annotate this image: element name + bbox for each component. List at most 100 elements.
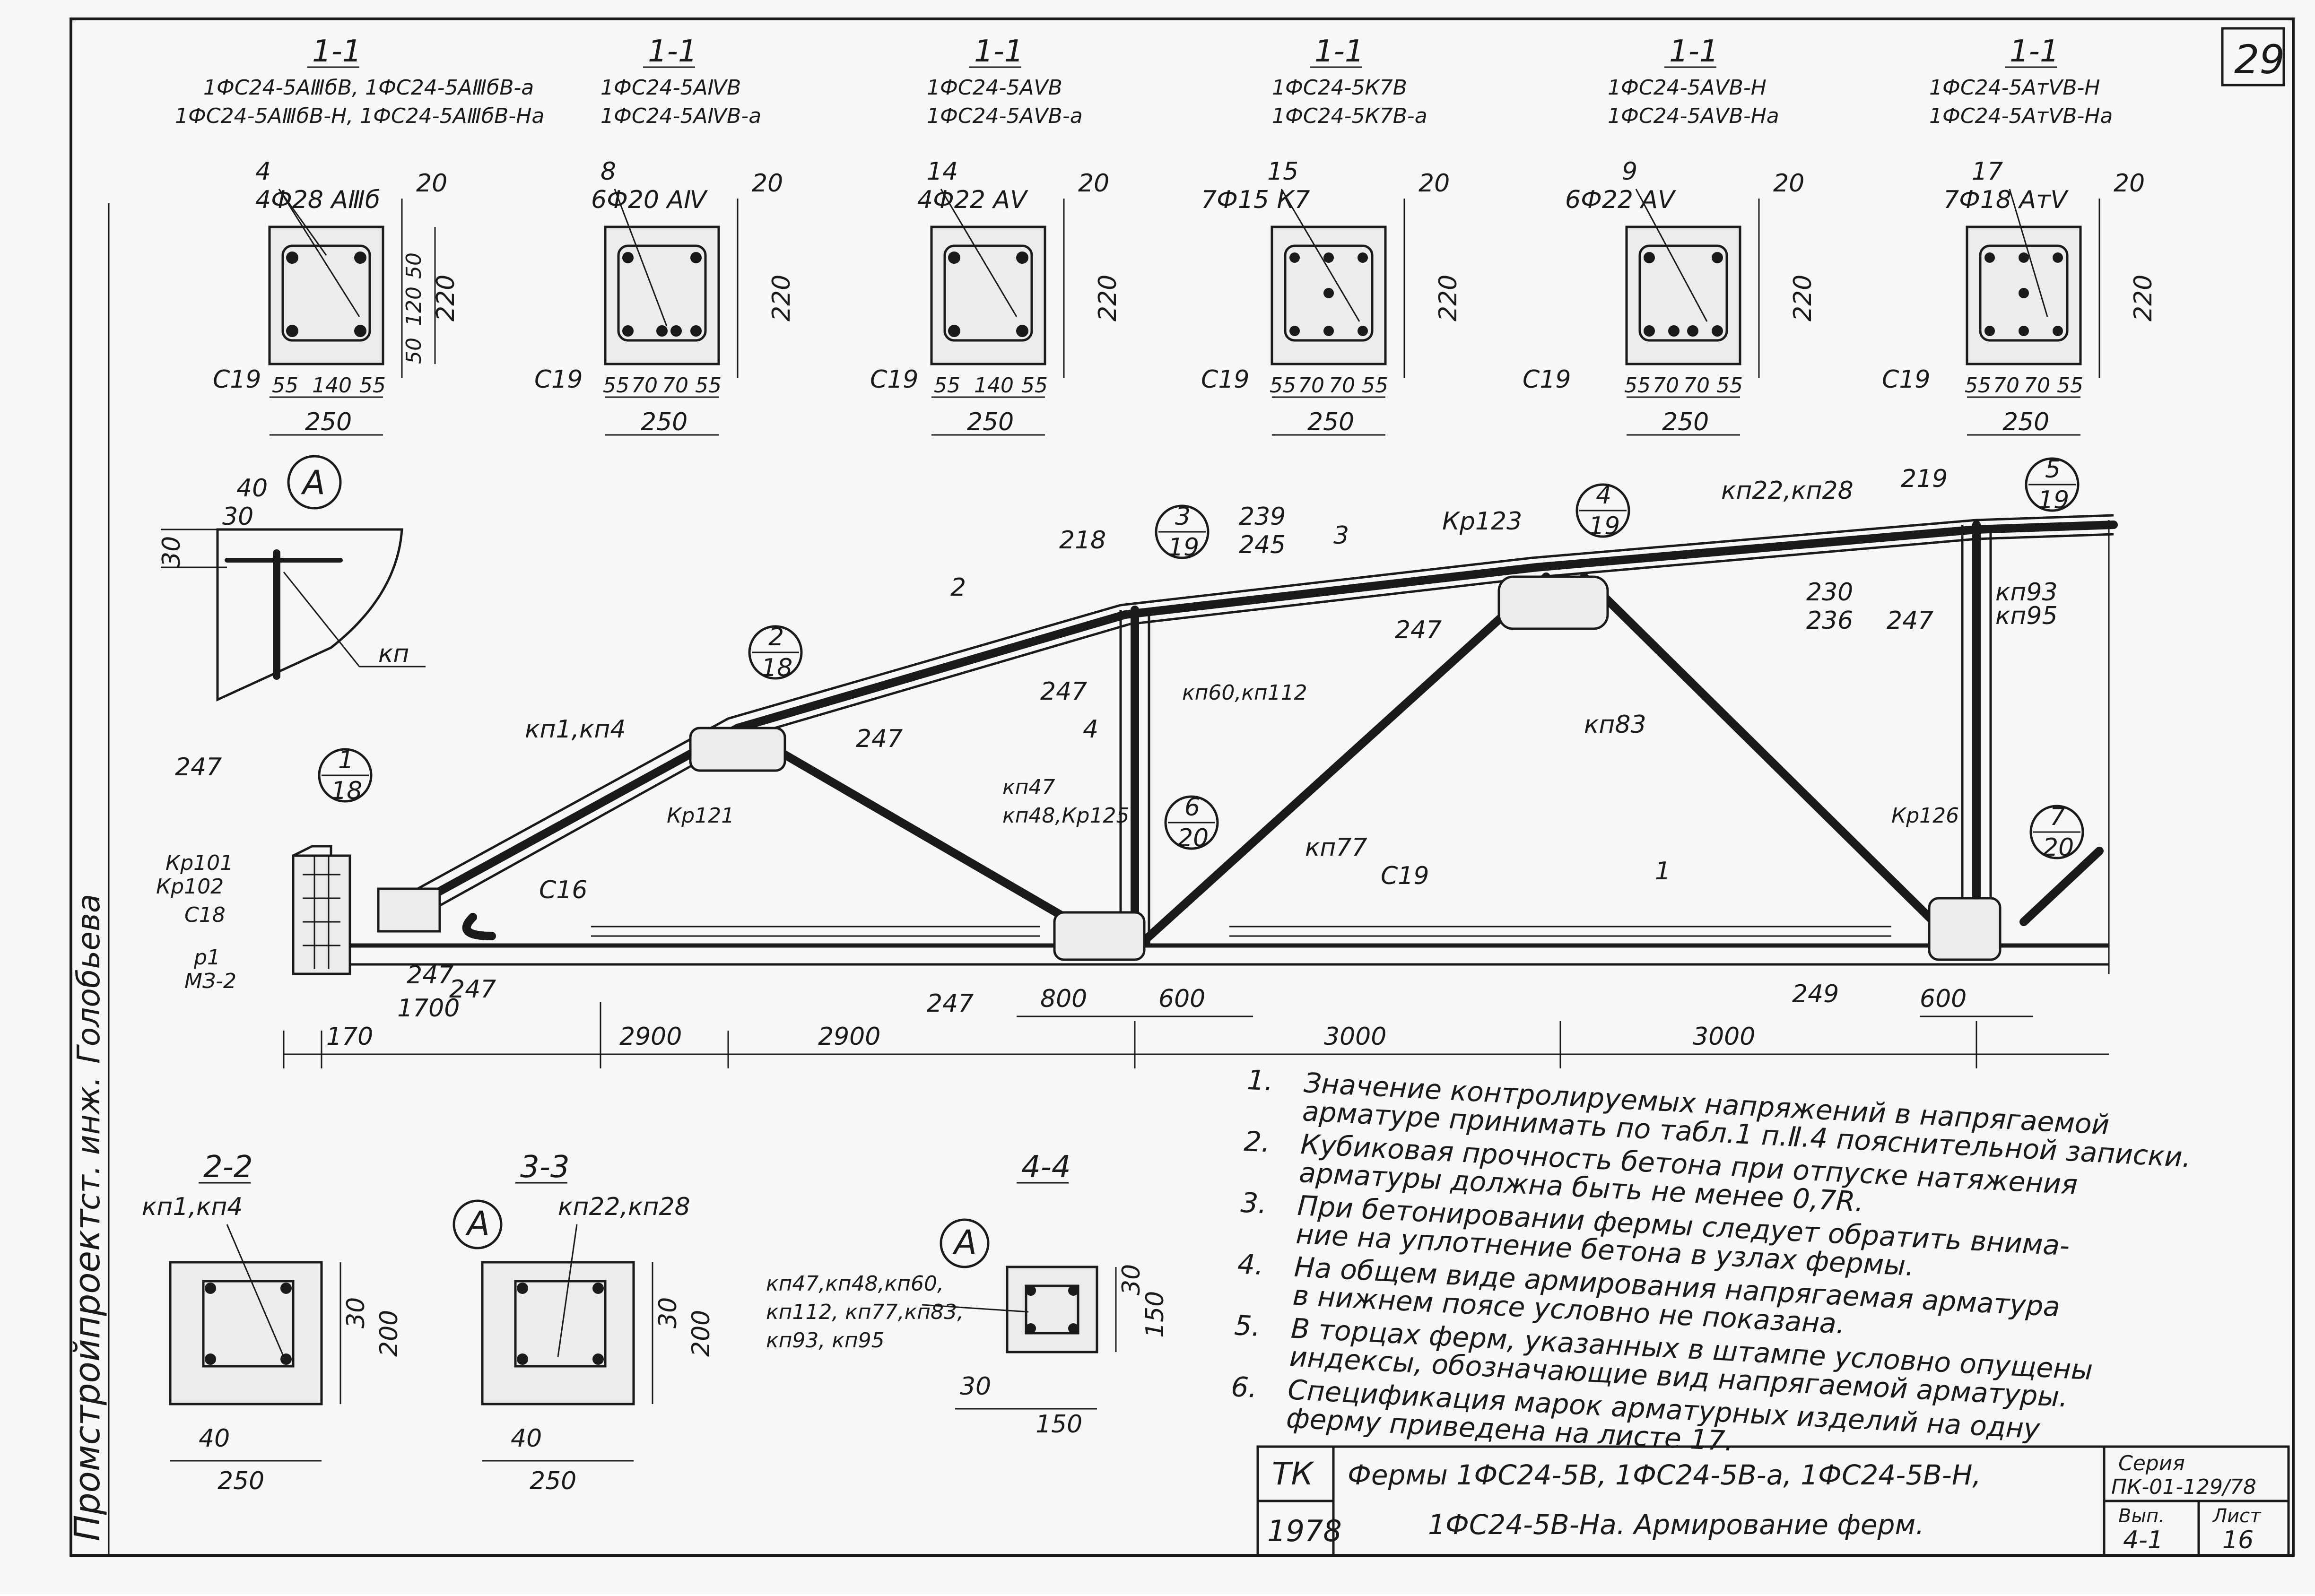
svg-text:Кр126: Кр126 [1891,804,1959,828]
title-year: 1978 [1267,1514,1342,1548]
width-dim: 250 [1307,408,1354,436]
svg-text:2900: 2900 [818,1023,880,1051]
dimension-values: 170 1700 2900 2900 800 600 3000 3000 600 [326,985,1967,1051]
svg-text:1: 1 [338,746,354,774]
height-dim: 220 [2129,275,2158,321]
svg-text:247: 247 [856,725,903,753]
svg-text:5.: 5. [1234,1309,1262,1343]
svg-text:Кр123: Кр123 [1442,507,1522,536]
title-org: ТК [1272,1456,1314,1492]
svg-text:247: 247 [175,753,222,781]
svg-text:30: 30 [654,1297,682,1328]
section-1-1-c: 1-1 1ФС24-5АⅤВ 1ФС24-5АⅤВ-а 14 4Ф22 АⅤ 2… [870,34,1122,436]
hdim-2: 70 [1653,373,1679,398]
section-1-1-e: 1-1 1ФС24-5АⅤВ-Н 1ФС24-5АⅤВ-На 9 6Ф22 АⅤ… [1523,34,1817,436]
side-dim-2: 120 [402,286,426,326]
svg-text:3000: 3000 [1693,1023,1755,1051]
bar-spec: кп22,кп28 [558,1193,690,1221]
svg-text:р1: р1 [193,945,220,970]
svg-text:А: А [465,1204,490,1243]
hdim-4: 55 [695,373,722,398]
section-3-3: 3-3 А кп22,кп28 30 200 40 250 [453,1150,715,1495]
svg-text:230: 230 [1806,578,1853,607]
section-marks-2: 1ФС24-5К7В-а [1272,104,1427,128]
svg-text:С19: С19 [1381,862,1429,890]
detail-A-label: кп [378,640,409,668]
svg-text:250: 250 [218,1467,264,1495]
svg-text:3000: 3000 [1324,1023,1386,1051]
svg-text:18: 18 [331,777,362,805]
series-value: ПК-01-129/78 [2111,1475,2256,1499]
svg-text:30: 30 [342,1297,370,1328]
section-title: 3-3 [520,1150,570,1185]
svg-text:40: 40 [199,1424,230,1453]
hdim-2: 140 [974,373,1014,398]
height-dim: 220 [1434,275,1462,321]
bar-spec: 6Ф20 АⅣ [591,186,708,214]
svg-text:30: 30 [960,1372,991,1401]
section-1-1-b: 1-1 1ФС24-5АⅣВ 1ФС24-5АⅣВ-а 8 6Ф20 АⅣ 20… [534,34,796,436]
svg-text:20: 20 [1177,824,1209,852]
section-title: 4-4 [1021,1150,1071,1185]
section-title: 2-2 [203,1150,253,1185]
height-dim: 220 [1094,275,1122,321]
svg-text:кп48,Кр125: кп48,Кр125 [1002,804,1129,828]
mesh-label: С19 [1523,365,1571,394]
svg-text:247: 247 [449,975,496,1004]
callout-4-19: 4 19 [1575,481,1630,540]
mesh-label: С19 [213,365,261,394]
svg-text:кп60,кп112: кп60,кп112 [1182,681,1307,705]
mesh-label: С19 [534,365,583,394]
hdim-4: 55 [1362,373,1388,398]
section-outline [1006,1266,1098,1353]
svg-text:19: 19 [1589,512,1620,540]
mesh-label: С19 [870,365,918,394]
sheet-frame [70,17,2295,1557]
hdim-1: 55 [934,373,960,398]
callout-3-19: 3 19 [1155,503,1210,562]
section-title: 1-1 [312,34,362,69]
section-marks-1: 1ФС24-5АтⅤВ-Н [1929,76,2100,100]
svg-text:С16: С16 [539,876,587,904]
svg-text:Кр101: Кр101 [165,851,233,875]
title-block: ТК 1978 Фермы 1ФС24-5В, 1ФС24-5В-а, 1ФС2… [1256,1445,2290,1557]
hdim-1: 55 [603,373,629,398]
svg-text:250: 250 [530,1467,576,1495]
hdim-4: 55 [2057,373,2083,398]
svg-text:кп77: кп77 [1305,833,1367,862]
bar-position: 14 [927,157,958,186]
mesh-label: С19 [1201,365,1249,394]
svg-text:19: 19 [2038,486,2069,514]
section-4-4: 4-4 А кп47,кп48,кп60, кп112, кп77,кп83, … [766,1150,1169,1439]
svg-text:6.: 6. [1230,1370,1258,1404]
sheet-label: Лист [2212,1505,2262,1527]
svg-text:247: 247 [1887,607,1933,635]
section-marks-2: 1ФС24-5АⅣВ-а [601,104,761,128]
bar-position: 9 [1622,157,1637,186]
section-title: 1-1 [648,34,697,69]
svg-text:200: 200 [687,1310,715,1357]
svg-text:600: 600 [1158,985,1205,1013]
section-1-1-a: 1-1 1ФС24-5АⅢбВ, 1ФС24-5АⅢбВ-а 1ФС24-5АⅢ… [175,34,544,436]
hdim-4: 55 [1716,373,1743,398]
bar-spec-2: кп112, кп77,кп83, [766,1300,964,1324]
svg-text:170: 170 [326,1023,373,1051]
svg-text:30: 30 [1117,1264,1146,1295]
hdim-2: 70 [631,373,658,398]
svg-text:3.: 3. [1240,1187,1268,1220]
bar-spec: 4Ф22 АⅤ [917,186,1028,214]
svg-text:А: А [952,1223,977,1262]
svg-text:600: 600 [1920,985,1967,1013]
sheet-value: 16 [2222,1526,2254,1554]
hdim-3: 70 [2024,373,2050,398]
section-marks-1: 1ФС24-5АⅢбВ, 1ФС24-5АⅢбВ-а [203,76,534,100]
detail-A-mark: А [301,463,325,502]
section-title: 1-1 [2010,34,2059,69]
svg-text:6: 6 [1184,793,1200,822]
callout-2-18: 2 18 [748,623,803,682]
title-line-2: 1ФС24-5В-На. Армирование ферм. [1428,1509,1924,1541]
margin-note-2: Голобьева [70,894,107,1064]
svg-text:3: 3 [1175,503,1191,531]
section-outline [169,1261,323,1405]
